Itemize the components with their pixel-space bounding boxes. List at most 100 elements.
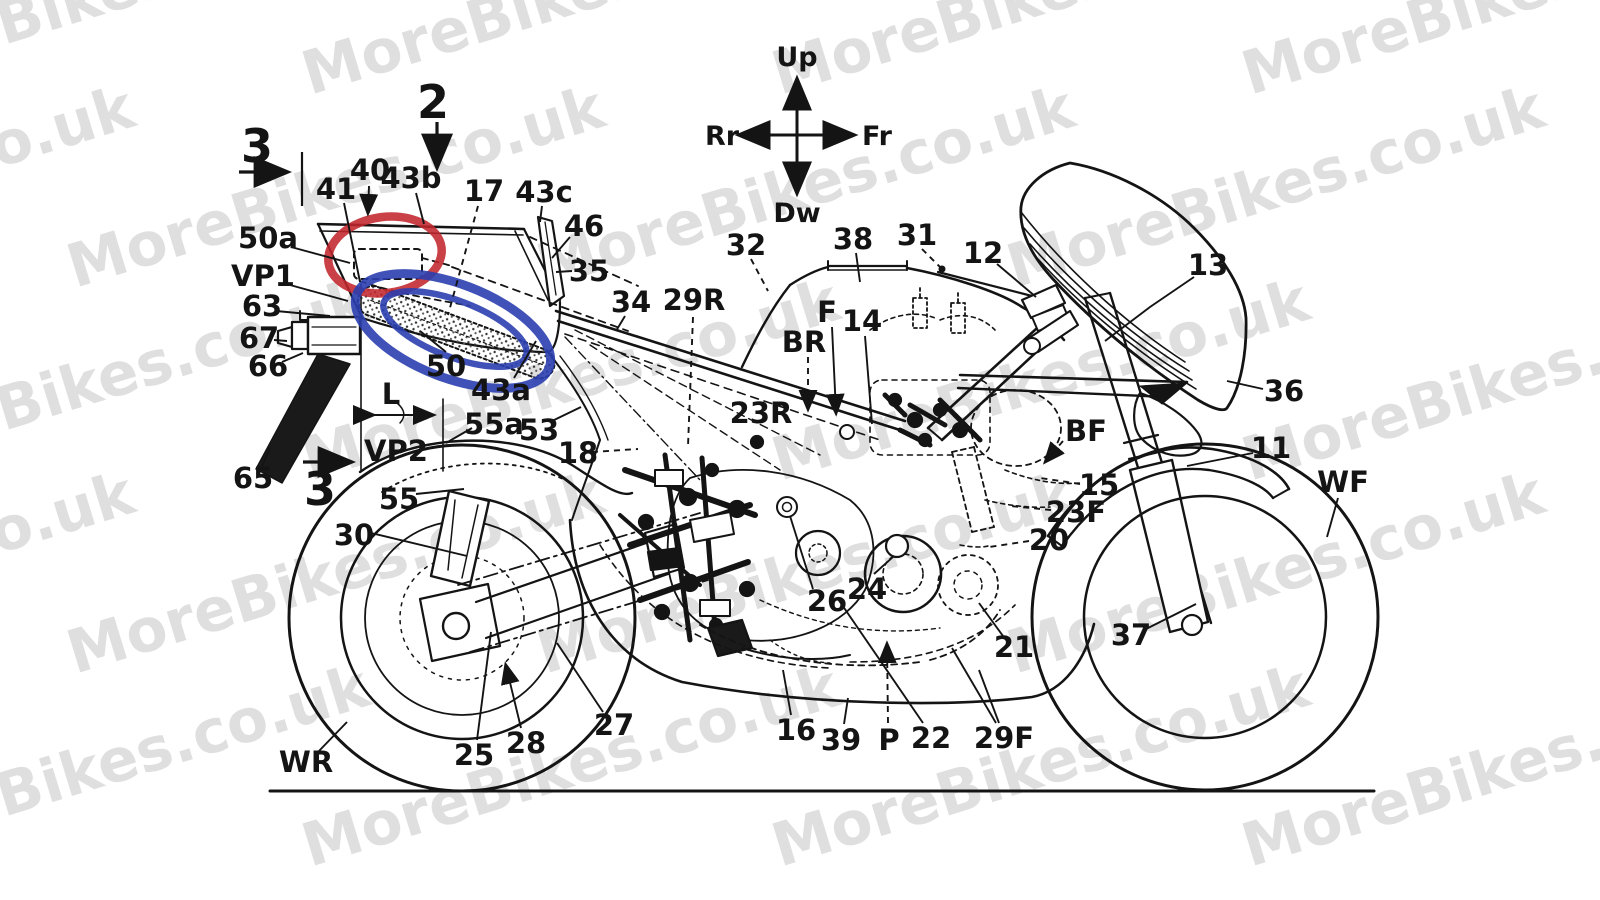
part-label-21: 21 bbox=[994, 630, 1034, 664]
engine-head-cluster bbox=[749, 287, 996, 456]
leader-line bbox=[1042, 440, 1065, 465]
part-label-14: 14 bbox=[842, 304, 882, 338]
leader-line bbox=[1226, 380, 1264, 390]
leader-line bbox=[877, 640, 897, 724]
leader-line bbox=[782, 669, 792, 716]
leader-line bbox=[843, 697, 849, 725]
lower-cowl bbox=[568, 518, 1096, 705]
section-3-top-label: 3 bbox=[241, 119, 273, 173]
part-label-WF: WF bbox=[1317, 465, 1369, 499]
part-label-20: 20 bbox=[1029, 523, 1069, 557]
blue-highlight-ellipse-outer bbox=[350, 269, 556, 393]
leader-line bbox=[551, 406, 582, 422]
leader-line bbox=[837, 598, 924, 724]
part-label-L: L bbox=[382, 377, 400, 411]
exhaust-muffler bbox=[255, 315, 362, 484]
radiator-and-pipes bbox=[699, 389, 1081, 667]
leader-line bbox=[476, 631, 492, 741]
leader-line bbox=[1009, 505, 1052, 511]
part-label-37: 37 bbox=[1111, 618, 1151, 652]
front-wheel bbox=[1030, 442, 1380, 792]
leader-line bbox=[864, 335, 873, 425]
leader-line bbox=[415, 192, 425, 225]
section-3-bottom-label: 3 bbox=[304, 462, 336, 516]
part-label-46: 46 bbox=[564, 209, 604, 243]
section-2-label: 2 bbox=[417, 75, 449, 129]
leader-line bbox=[281, 352, 304, 363]
part-label-55: 55 bbox=[379, 482, 419, 516]
orientation-cross bbox=[734, 74, 859, 198]
leader-line bbox=[873, 555, 895, 575]
part-label-65: 65 bbox=[233, 461, 273, 495]
red-highlight-ellipse bbox=[324, 212, 446, 298]
watermark-text: MoreBikes.co.uk bbox=[999, 72, 1554, 302]
leader-line bbox=[556, 642, 604, 713]
leader-line bbox=[290, 246, 351, 264]
part-label-18: 18 bbox=[558, 436, 598, 470]
part-label-22: 22 bbox=[911, 721, 951, 755]
part-label-13: 13 bbox=[1188, 248, 1228, 282]
leader-line bbox=[273, 339, 288, 342]
part-label-38: 38 bbox=[833, 222, 873, 256]
leader-line bbox=[978, 669, 1000, 724]
part-label-30: 30 bbox=[334, 518, 374, 552]
part-label-43c: 43c bbox=[515, 175, 573, 209]
leader-line bbox=[1326, 497, 1339, 538]
front-cowl-windscreen bbox=[1019, 161, 1248, 412]
part-label-67: 67 bbox=[239, 321, 279, 355]
leader-line bbox=[551, 236, 571, 259]
leader-line bbox=[261, 447, 271, 467]
leader-line bbox=[445, 427, 473, 444]
orientation-down-label: Dw bbox=[773, 198, 820, 229]
part-label-29F: 29F bbox=[974, 721, 1034, 755]
part-label-27: 27 bbox=[594, 708, 634, 742]
part-label-F: F bbox=[817, 295, 837, 329]
leader-line bbox=[978, 602, 1004, 637]
part-label-23R: 23R bbox=[730, 396, 793, 430]
part-label-P: P bbox=[878, 723, 899, 757]
part-label-43a: 43a bbox=[471, 373, 531, 407]
leader-line bbox=[275, 310, 331, 317]
part-label-32: 32 bbox=[726, 228, 766, 262]
leader-line bbox=[615, 315, 626, 332]
leader-line bbox=[855, 252, 861, 283]
watermark-text: MoreBikes.co.uk bbox=[764, 651, 1319, 881]
part-label-12: 12 bbox=[963, 236, 1003, 270]
part-label-29R: 29R bbox=[663, 283, 726, 317]
part-label-17: 17 bbox=[464, 174, 504, 208]
front-fender bbox=[1046, 446, 1291, 548]
part-label-53: 53 bbox=[519, 413, 559, 447]
part-label-35: 35 bbox=[569, 254, 609, 288]
part-label-28: 28 bbox=[506, 726, 546, 760]
leader-line bbox=[789, 515, 814, 590]
leader-line bbox=[343, 202, 361, 283]
leader-line bbox=[921, 248, 943, 270]
leader-line bbox=[447, 205, 479, 316]
part-label-BF: BF bbox=[1065, 414, 1107, 448]
leader-line bbox=[317, 721, 348, 753]
part-label-26: 26 bbox=[807, 584, 847, 618]
leader-dot bbox=[938, 265, 946, 273]
leader-line bbox=[370, 532, 468, 557]
part-label-34: 34 bbox=[611, 285, 651, 319]
part-label-15: 15 bbox=[1079, 468, 1119, 502]
leader-line bbox=[1039, 477, 1081, 485]
front-rails bbox=[956, 373, 1203, 457]
leader-line bbox=[1104, 276, 1195, 342]
leader-line bbox=[951, 647, 997, 724]
leader-line bbox=[1145, 603, 1197, 630]
leader-line bbox=[289, 284, 349, 302]
part-label-25: 25 bbox=[454, 738, 494, 772]
leader-line bbox=[591, 448, 639, 453]
leader-line bbox=[825, 326, 845, 417]
leader-line bbox=[419, 330, 447, 353]
leader-line bbox=[359, 185, 379, 217]
part-label-36: 36 bbox=[1264, 374, 1304, 408]
leader-line bbox=[1186, 452, 1254, 467]
part-label-23F: 23F bbox=[1046, 495, 1106, 529]
part-label-31: 31 bbox=[897, 218, 937, 252]
part-label-11: 11 bbox=[1251, 431, 1291, 465]
watermark-text: MoreBikes.co.uk bbox=[1234, 0, 1600, 109]
